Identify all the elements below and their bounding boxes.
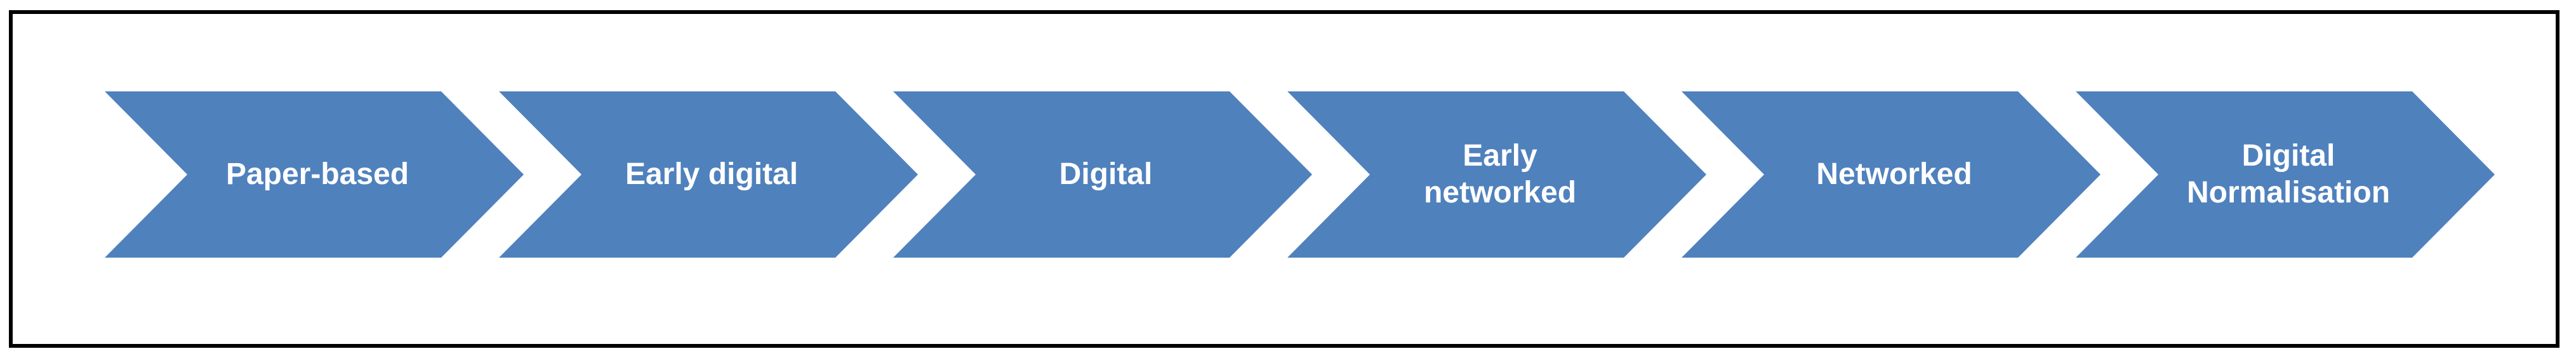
step-label: Digital: [1059, 157, 1153, 191]
step-label: Digital Normalisation: [2186, 139, 2391, 209]
step-label: Networked: [1816, 157, 1972, 191]
chevron-step-paper-based: Paper-based: [105, 91, 524, 258]
chevron-step-digital: Digital: [893, 91, 1312, 258]
step-label: Early digital: [625, 157, 799, 191]
step-label: Paper-based: [225, 157, 409, 191]
chevron-step-networked: Networked: [1682, 91, 2101, 258]
chevron-step-early-digital: Early digital: [499, 91, 918, 258]
chevron-step-early-networked: Early networked: [1287, 91, 1706, 258]
step-label: Early networked: [1423, 139, 1577, 209]
chevron-step-digital-normalisation: Digital Normalisation: [2076, 91, 2495, 258]
